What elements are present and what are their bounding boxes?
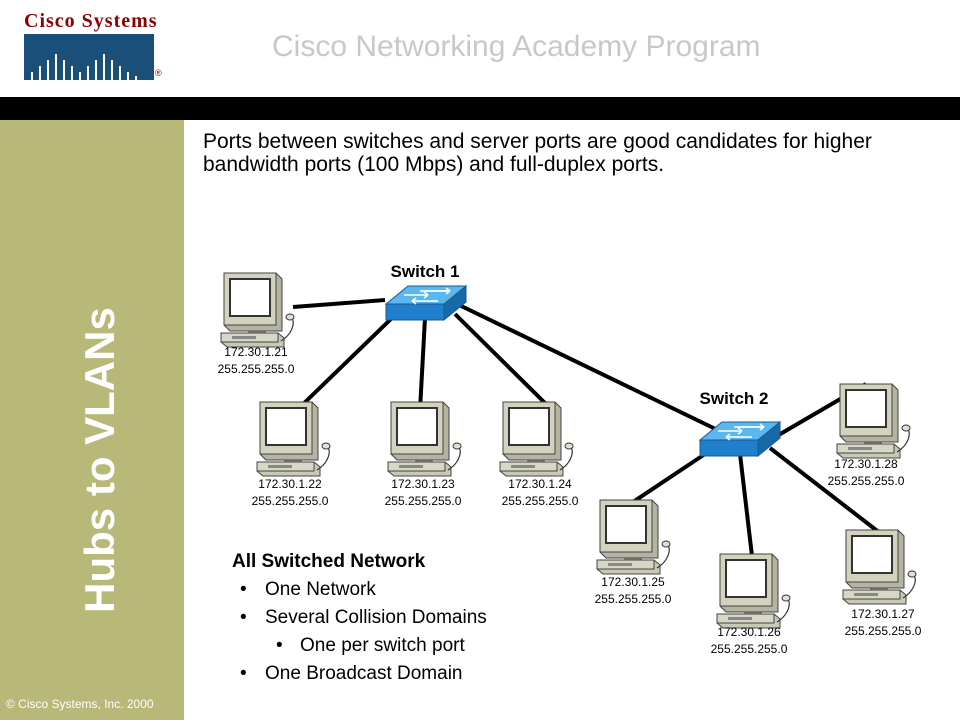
links — [292, 298, 882, 557]
notes-list: One Network Several Collision Domains On… — [232, 576, 487, 688]
host-27-mask: 255.255.255.0 — [845, 624, 922, 638]
host-26-ip: 172.30.1.26 — [717, 625, 781, 639]
sidebar-title-container: Hubs to VLANs — [0, 120, 184, 720]
link-sw1-pc23 — [418, 317, 427, 411]
computer-28-icon — [836, 383, 911, 459]
list-item: One per switch port — [232, 632, 487, 660]
computer-25-icon — [596, 499, 671, 575]
link-sw2-pc26 — [738, 453, 754, 557]
notes-heading: All Switched Network — [232, 551, 426, 572]
host-28-mask: 255.255.255.0 — [828, 474, 905, 488]
link-sw2-pc27 — [768, 446, 882, 535]
computer-21-icon — [220, 272, 295, 348]
sidebar: Hubs to VLANs — [0, 120, 184, 720]
host-24-mask: 255.255.255.0 — [502, 494, 579, 508]
list-item: One Broadcast Domain — [232, 660, 487, 688]
link-sw1-pc24 — [453, 312, 550, 408]
computer-23-icon — [387, 401, 462, 477]
list-item: One Network — [232, 576, 487, 604]
host-21-mask: 255.255.255.0 — [218, 362, 295, 376]
host-27-ip: 172.30.1.27 — [851, 607, 915, 621]
switch-2-label: Switch 2 — [700, 389, 769, 408]
list-item: Several Collision Domains — [232, 604, 487, 632]
copyright-text: © Cisco Systems, Inc. 2000 — [6, 697, 154, 711]
logo-text: Cisco Systems — [24, 10, 158, 32]
computer-24-icon — [499, 401, 574, 477]
computer-22-icon — [256, 401, 331, 477]
link-sw1-pc22 — [295, 316, 394, 412]
host-28-ip: 172.30.1.28 — [834, 457, 898, 471]
host-23-ip: 172.30.1.23 — [391, 477, 455, 491]
network-diagram: Switch 1 Switch 2 172.30.1.21 255.255.25… — [218, 262, 922, 656]
host-25-ip: 172.30.1.25 — [601, 575, 665, 589]
host-24-ip: 172.30.1.24 — [508, 477, 572, 491]
cisco-logo: Cisco Systems ® — [18, 6, 163, 80]
link-sw1-sw2 — [454, 301, 731, 438]
link-sw1-pc21 — [292, 298, 386, 309]
host-22-mask: 255.255.255.0 — [252, 494, 329, 508]
header-divider-bar — [0, 97, 960, 120]
computer-27-icon — [842, 529, 917, 605]
sidebar-title: Hubs to VLANs — [76, 307, 123, 613]
link-sw2-pc25 — [628, 450, 710, 506]
switch-1-icon — [385, 285, 467, 321]
host-23-mask: 255.255.255.0 — [385, 494, 462, 508]
logo-bridge-icon — [24, 34, 154, 80]
notes-block: All Switched Network One Network Several… — [232, 548, 487, 688]
host-26-mask: 255.255.255.0 — [711, 642, 788, 656]
host-21-ip: 172.30.1.21 — [224, 345, 288, 359]
registered-icon: ® — [155, 68, 162, 78]
host-22-ip: 172.30.1.22 — [258, 477, 322, 491]
page-header-title: Cisco Networking Academy Program — [272, 30, 761, 63]
computer-26-icon — [716, 553, 791, 629]
switch-1-label: Switch 1 — [391, 262, 460, 281]
host-25-mask: 255.255.255.0 — [595, 592, 672, 606]
intro-text: Ports between switches and server ports … — [203, 130, 872, 176]
